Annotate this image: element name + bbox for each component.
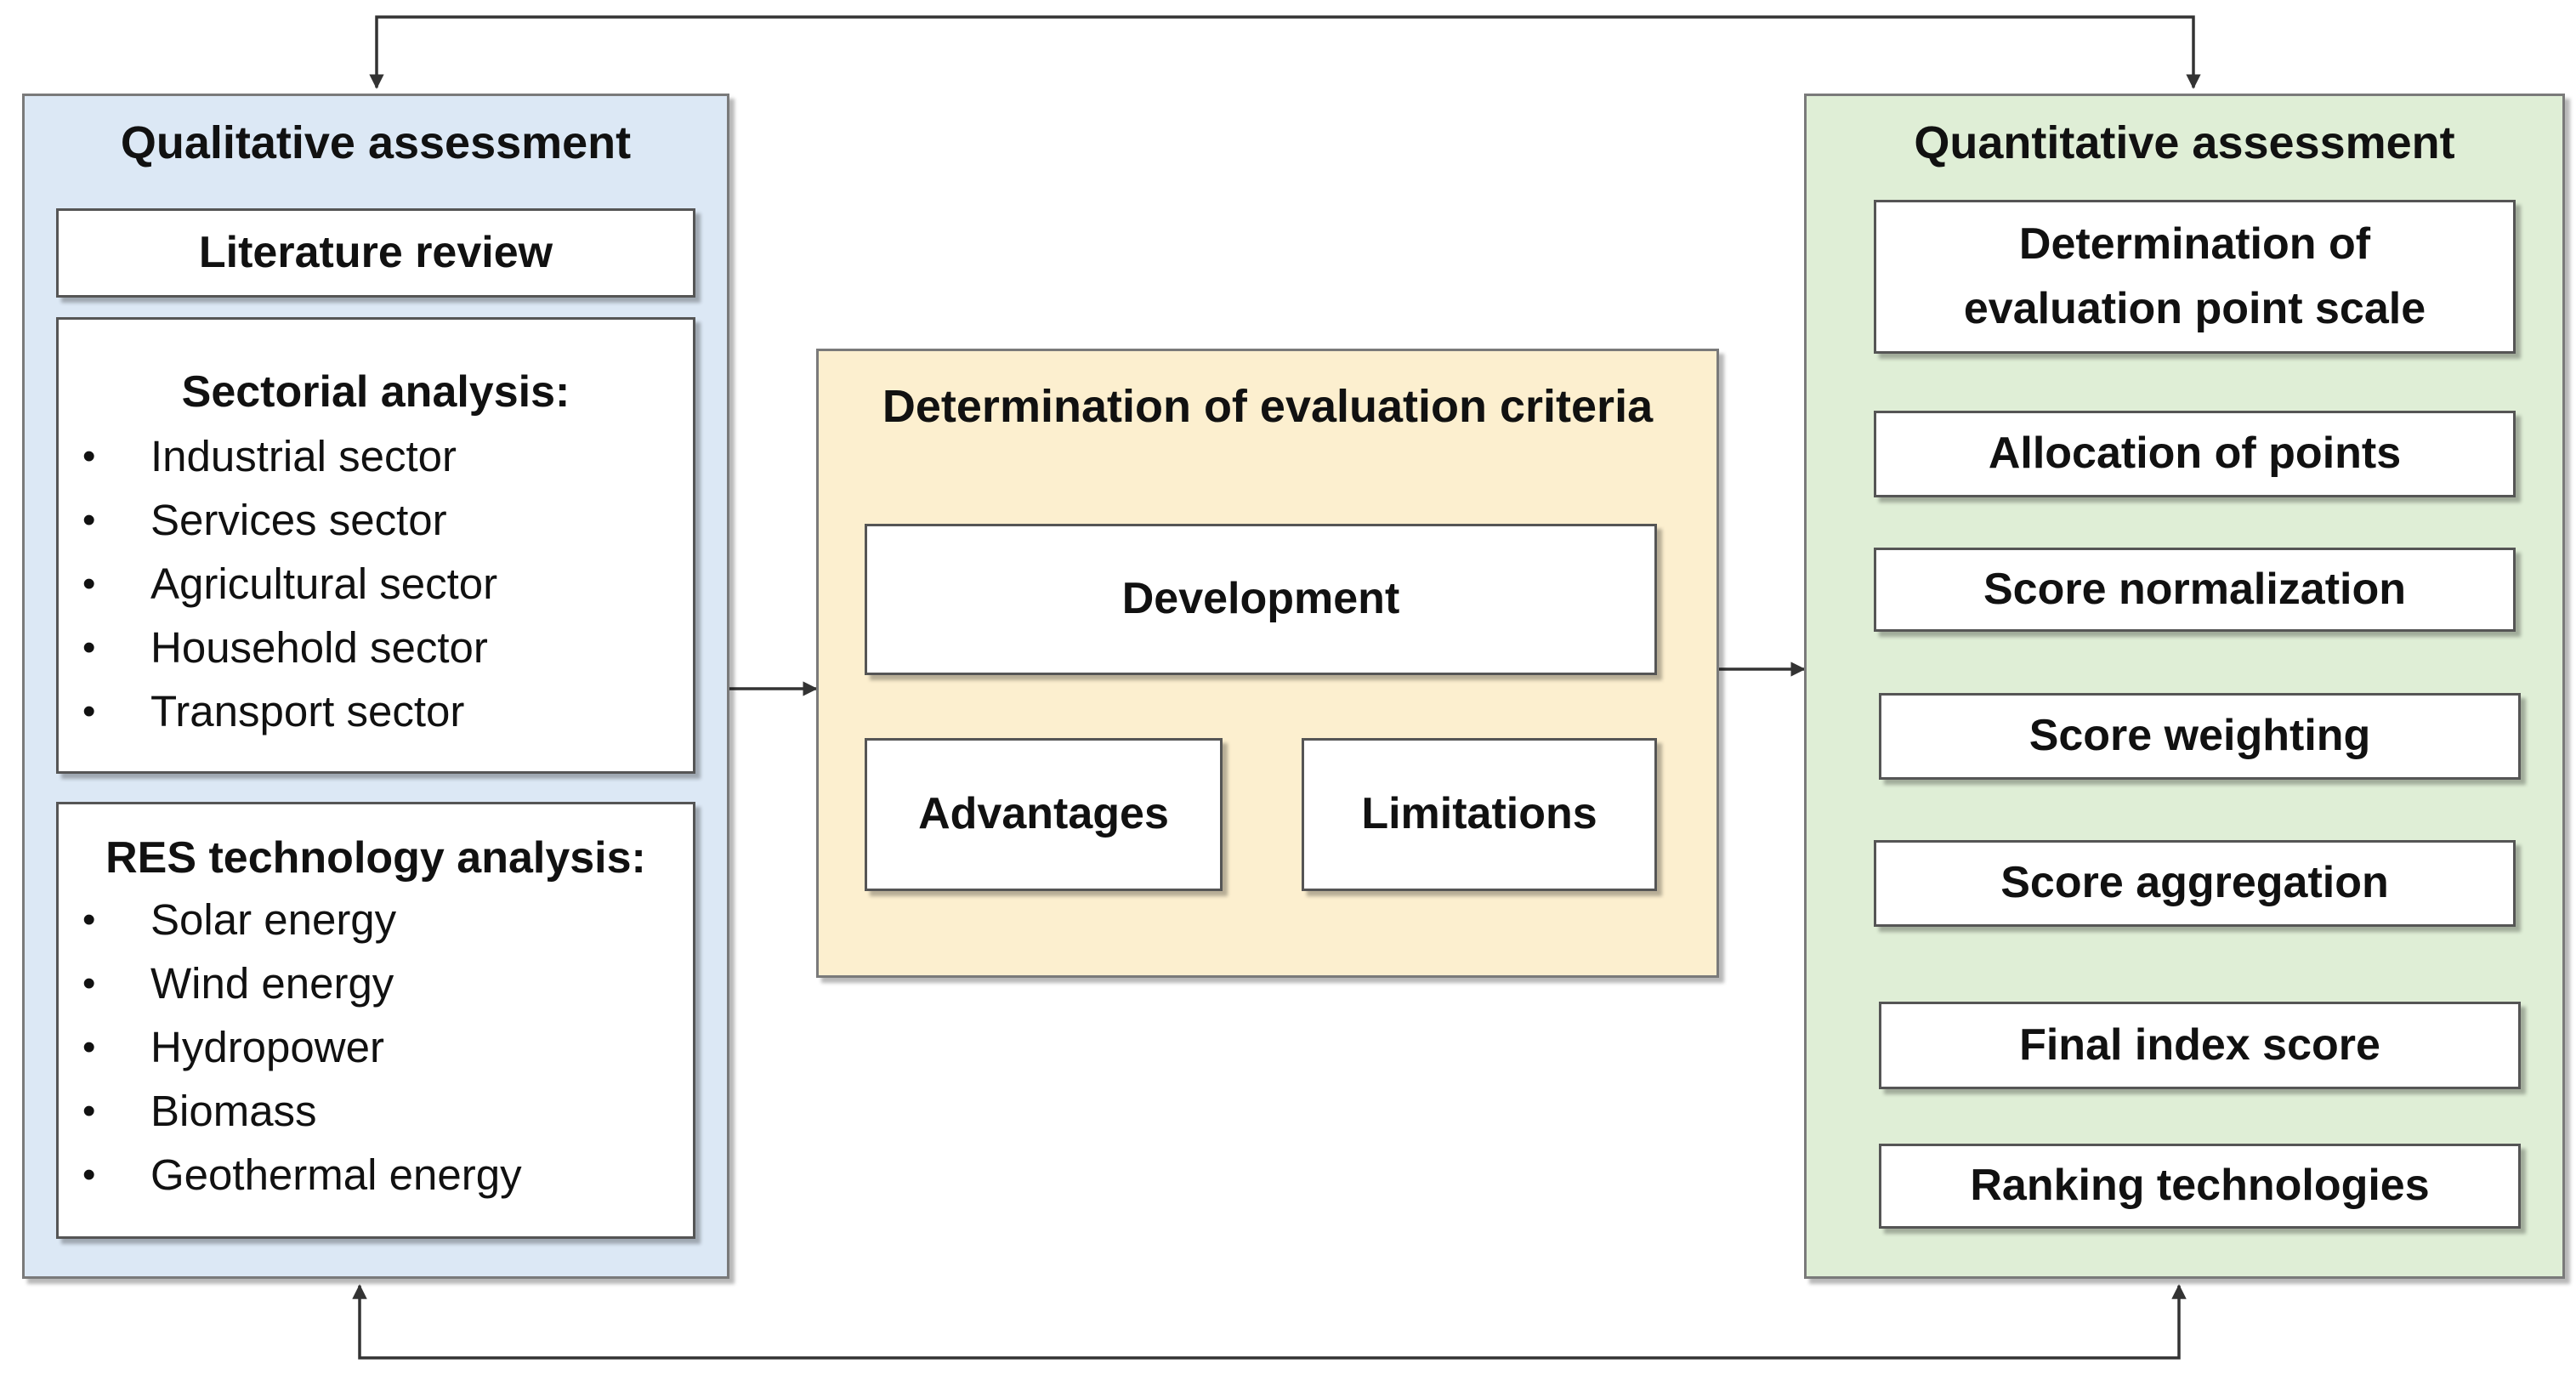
list-item: •Biomass [59, 1079, 693, 1143]
step-label: Final index score [2019, 1019, 2380, 1070]
step-label: Ranking technologies [1970, 1161, 2430, 1211]
step-box-allocation: Allocation of points [1874, 411, 2516, 497]
step-box-normalization: Score normalization [1874, 548, 2516, 632]
list-item: •Solar energy [59, 888, 693, 951]
list-item: •Services sector [59, 488, 693, 552]
list-item: •Hydropower [59, 1015, 693, 1079]
step-label: Allocation of points [1988, 429, 2402, 479]
limitations-box: Limitations [1302, 738, 1657, 891]
top-feedback-arrow [369, 15, 2201, 89]
step-box-aggregation: Score aggregation [1874, 840, 2516, 927]
development-label: Development [1121, 574, 1400, 624]
list-item: •Wind energy [59, 951, 693, 1015]
literature-review-label: Literature review [198, 227, 553, 277]
literature-review-box: Literature review [56, 208, 695, 298]
qualitative-assessment-panel: Qualitative assessment Literature review… [22, 94, 729, 1279]
bullet-icon: • [82, 435, 96, 477]
step-label: Score weighting [2028, 711, 2371, 761]
step-label: Score normalization [1983, 564, 2406, 614]
quantitative-assessment-title: Quantitative assessment [1914, 117, 2455, 168]
step-box-weighting: Score weighting [1879, 693, 2521, 780]
limitations-label: Limitations [1361, 789, 1597, 839]
step-label: Determination of evaluation point scale [1963, 219, 2426, 333]
development-box: Development [865, 524, 1657, 675]
qualitative-assessment-title: Qualitative assessment [120, 117, 632, 168]
bullet-icon: • [82, 690, 96, 732]
step-label: Score aggregation [2000, 858, 2389, 908]
res-technology-analysis-box: RES technology analysis: •Solar energy •… [56, 802, 695, 1239]
bullet-icon: • [82, 1154, 96, 1195]
advantages-box: Advantages [865, 738, 1223, 891]
step-box-ranking: Ranking technologies [1879, 1144, 2521, 1229]
res-technology-analysis-heading: RES technology analysis: [105, 833, 646, 883]
list-item: •Agricultural sector [59, 552, 693, 616]
step-box-final-index: Final index score [1879, 1002, 2521, 1089]
bullet-icon: • [82, 563, 96, 605]
bullet-icon: • [82, 1090, 96, 1132]
list-item: •Industrial sector [59, 424, 693, 488]
bullet-icon: • [82, 899, 96, 940]
advantages-label: Advantages [918, 789, 1169, 839]
bottom-feedback-arrow [352, 1284, 2187, 1360]
bullet-icon: • [82, 1026, 96, 1068]
step-box-point-scale: Determination of evaluation point scale [1874, 200, 2516, 354]
evaluation-criteria-panel: Determination of evaluation criteria Dev… [816, 349, 1719, 978]
bullet-icon: • [82, 627, 96, 668]
list-item: •Household sector [59, 616, 693, 679]
sectorial-analysis-box: Sectorial analysis: •Industrial sector •… [56, 317, 695, 774]
list-item: •Geothermal energy [59, 1143, 693, 1207]
bullet-icon: • [82, 963, 96, 1004]
quantitative-assessment-panel: Quantitative assessment Determination of… [1804, 94, 2565, 1279]
bullet-icon: • [82, 499, 96, 541]
list-item: •Transport sector [59, 679, 693, 743]
res-technology-list: •Solar energy •Wind energy •Hydropower •… [59, 888, 693, 1207]
evaluation-criteria-title: Determination of evaluation criteria [882, 381, 1654, 432]
sectorial-analysis-heading: Sectorial analysis: [181, 367, 570, 417]
sectorial-list: •Industrial sector •Services sector •Agr… [59, 424, 693, 743]
